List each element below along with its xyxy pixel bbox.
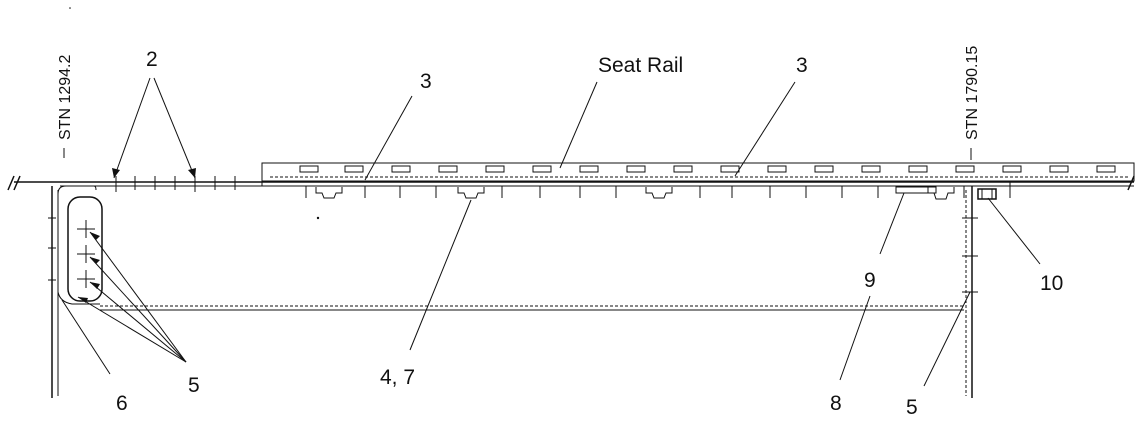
callout-5-right: 5 <box>906 396 918 419</box>
leader-2b <box>153 77 196 179</box>
bracket <box>315 187 343 199</box>
bracket <box>645 187 673 199</box>
seat-rail <box>261 162 1135 186</box>
station-label-right: STN 1790.15 <box>964 46 981 140</box>
fitting-body <box>977 188 997 200</box>
arrowhead <box>90 257 100 264</box>
leader-6 <box>61 299 111 375</box>
rail-slot <box>1096 165 1116 173</box>
arrowhead <box>90 282 100 289</box>
stray-dot <box>316 216 320 220</box>
right-frame <box>962 182 1011 398</box>
rail-slot <box>485 165 505 173</box>
rail-slot <box>814 165 834 173</box>
fastener-cross <box>77 220 95 238</box>
callout-10: 10 <box>1040 272 1063 295</box>
rail-slot <box>532 165 552 173</box>
callout-labels: 2 Seat Rail 3 3 9 10 6 5 4, 7 8 5 <box>116 48 1063 419</box>
callout-3-right: 3 <box>796 54 808 77</box>
leader-9 <box>879 192 905 255</box>
leader-5a-2 <box>89 256 187 363</box>
callout-2: 2 <box>146 48 158 71</box>
rail-slot <box>767 165 787 173</box>
arrowhead <box>90 232 100 240</box>
break-mark-left <box>7 175 21 191</box>
leader-4-7 <box>409 199 472 351</box>
callout-4-7: 4, 7 <box>380 366 415 389</box>
callout-3-left: 3 <box>420 70 432 93</box>
rail-slot <box>1002 165 1022 173</box>
rail-slot <box>438 165 458 173</box>
stray-dot <box>69 7 71 9</box>
callout-5-left: 5 <box>188 374 200 397</box>
rail-slot <box>1049 165 1069 173</box>
leader-5b <box>923 291 971 387</box>
fastener-ticks <box>115 176 1011 198</box>
arrowhead <box>188 168 196 178</box>
callout-9: 9 <box>864 269 876 292</box>
fastener-cross <box>77 245 95 263</box>
bracket <box>927 187 955 200</box>
rail-support-brackets <box>315 186 955 200</box>
station-label-left: STN 1294.2 <box>57 55 74 140</box>
leader-5a-1 <box>89 231 187 363</box>
break-mark-right <box>1127 175 1135 191</box>
intercostal-8 <box>100 305 964 311</box>
splice-plate-9 <box>895 186 937 194</box>
rail-slot <box>299 165 319 173</box>
rail-slot <box>391 165 411 173</box>
leader-3b <box>734 81 796 177</box>
rail-slot <box>673 165 693 173</box>
leader-2a <box>113 77 151 179</box>
fastener-cross <box>77 270 95 288</box>
rail-slot <box>626 165 646 173</box>
leader-5a-4 <box>77 296 187 363</box>
left-frame-corner <box>57 185 97 195</box>
leader-5a-3 <box>89 281 187 363</box>
bracket <box>457 187 485 199</box>
leader-8 <box>839 295 871 381</box>
left-frame <box>48 185 100 398</box>
seat-rail-label: Seat Rail <box>598 54 683 77</box>
arrowhead <box>78 297 88 303</box>
rail-slot <box>344 165 364 173</box>
arrowheads <box>78 168 196 303</box>
fitting-10 <box>977 188 997 200</box>
rail-slot <box>720 165 740 173</box>
leader-seat-rail <box>559 81 598 169</box>
rail-slot <box>955 165 975 173</box>
rail-slot <box>908 165 928 173</box>
rail-slot <box>861 165 881 173</box>
left-frame-lower-corner <box>57 291 100 305</box>
callout-8: 8 <box>830 392 842 415</box>
callout-leaders <box>61 77 1041 387</box>
leader-3a <box>364 95 413 181</box>
arrowhead <box>112 168 120 178</box>
leader-10 <box>987 197 1041 265</box>
rail-slot <box>579 165 599 173</box>
callout-6: 6 <box>116 392 128 415</box>
seat-rail-slots <box>299 165 1116 173</box>
